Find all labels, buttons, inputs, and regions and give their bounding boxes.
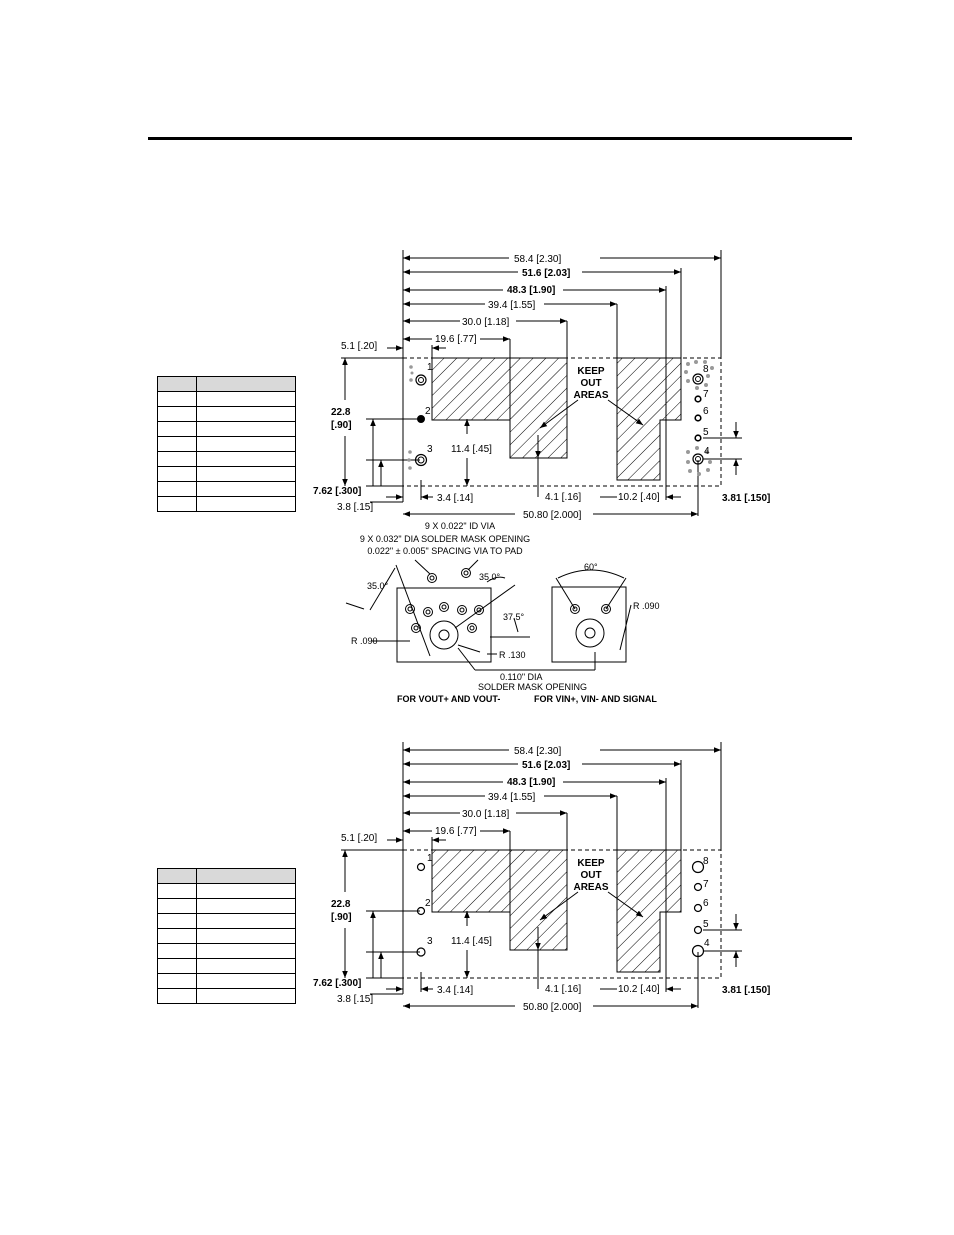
dim-10-2-b: 10.2 [.40] bbox=[618, 984, 660, 995]
dim-48-3: 48.3 [1.90] bbox=[507, 285, 555, 296]
keep-out-label-3-b: AREAS bbox=[573, 882, 608, 893]
dim-51-6-b: 51.6 [2.03] bbox=[522, 760, 570, 771]
keep-out-label-2-b: OUT bbox=[580, 870, 601, 881]
dim-19-6-b: 19.6 [.77] bbox=[435, 826, 477, 837]
dim-0-90: [.90] bbox=[331, 420, 352, 431]
dia-note-1: 0.110" DIA bbox=[500, 672, 543, 682]
dim-51-6: 51.6 [2.03] bbox=[522, 268, 570, 279]
dim-3-81-b: 3.81 [.150] bbox=[722, 985, 770, 996]
radius-090-right: R .090 bbox=[633, 601, 660, 611]
dim-39-4-b: 39.4 [1.55] bbox=[488, 792, 535, 803]
pin-label-1: 1 bbox=[427, 362, 433, 373]
pin-label-8: 8 bbox=[703, 364, 709, 375]
keep-out-label-3: AREAS bbox=[573, 390, 608, 401]
dim-5-1-b: 5.1 [.20] bbox=[341, 833, 377, 844]
dia-note-2: SOLDER MASK OPENING bbox=[478, 682, 587, 692]
dim-50-80-b: 50.80 [2.000] bbox=[523, 1002, 582, 1013]
angle-35-left: 35.0° bbox=[367, 581, 389, 591]
pin-label-2-b: 2 bbox=[425, 898, 431, 909]
dim-0-90-b: [.90] bbox=[331, 912, 352, 923]
dim-3-4: 3.4 [.14] bbox=[437, 493, 473, 504]
pin-label-4: 4 bbox=[704, 446, 710, 457]
dim-3-4-b: 3.4 [.14] bbox=[437, 985, 473, 996]
radius-090-left: R .090 bbox=[351, 636, 378, 646]
dim-22-8: 22.8 bbox=[331, 407, 351, 418]
pin-label-3-b: 3 bbox=[427, 936, 433, 947]
pin-label-5-b: 5 bbox=[703, 919, 709, 930]
caption-vin: FOR VIN+, VIN- AND SIGNAL bbox=[534, 694, 657, 704]
pin-label-2: 2 bbox=[425, 406, 431, 417]
dim-7-62-b: 7.62 [.300] bbox=[313, 978, 361, 989]
pin-table-2 bbox=[157, 868, 296, 1004]
angle-60: 60° bbox=[584, 562, 598, 572]
via-note-2: 9 X 0.032" DIA SOLDER MASK OPENING bbox=[360, 534, 530, 544]
dim-30-0: 30.0 [1.18] bbox=[462, 317, 509, 328]
pin-label-8-b: 8 bbox=[703, 856, 709, 867]
via-note-3: 0.022" ± 0.005" SPACING VIA TO PAD bbox=[367, 546, 523, 556]
header-rule bbox=[148, 137, 852, 140]
keep-out-label-1-b: KEEP bbox=[577, 858, 605, 869]
dim-3-81: 3.81 [.150] bbox=[722, 493, 770, 504]
dim-19-6: 19.6 [.77] bbox=[435, 334, 477, 345]
footprint-drawing-top: 58.4 [2.30] 51.6 [2.03] 48.3 [1.90] 39.4… bbox=[313, 250, 770, 521]
dim-3-8: 3.8 [.15] bbox=[337, 502, 373, 513]
keep-out-areas-2 bbox=[431, 849, 682, 973]
dim-4-1: 4.1 [.16] bbox=[545, 492, 581, 503]
dim-4-1-b: 4.1 [.16] bbox=[545, 984, 581, 995]
pin-label-1-b: 1 bbox=[427, 853, 433, 864]
dim-50-80: 50.80 [2.000] bbox=[523, 510, 582, 521]
radius-130: R .130 bbox=[499, 650, 526, 660]
keep-out-label-1: KEEP bbox=[577, 366, 605, 377]
pin-label-6-b: 6 bbox=[703, 898, 709, 909]
dim-58-4-b: 58.4 [2.30] bbox=[514, 746, 561, 757]
dim-5-1: 5.1 [.20] bbox=[341, 341, 377, 352]
pin-label-7: 7 bbox=[703, 389, 709, 400]
dim-11-4-b: 11.4 [.45] bbox=[451, 936, 492, 947]
pin-label-3: 3 bbox=[427, 444, 433, 455]
dim-30-0-b: 30.0 [1.18] bbox=[462, 809, 509, 820]
keep-out-areas bbox=[431, 357, 682, 481]
dim-3-8-b: 3.8 [.15] bbox=[337, 994, 373, 1005]
dim-58-4: 58.4 [2.30] bbox=[514, 254, 561, 265]
caption-vout: FOR VOUT+ AND VOUT- bbox=[397, 694, 500, 704]
pin-label-7-b: 7 bbox=[703, 879, 709, 890]
pin-label-4-b: 4 bbox=[704, 938, 710, 949]
via-note-1: 9 X 0.022" ID VIA bbox=[425, 521, 495, 531]
pin-table-1 bbox=[157, 376, 296, 512]
angle-35-right: 35.0° bbox=[479, 572, 501, 582]
pin-label-5: 5 bbox=[703, 427, 709, 438]
dim-11-4: 11.4 [.45] bbox=[451, 444, 492, 455]
footprint-drawing-bottom: 58.4 [2.30] 51.6 [2.03] 48.3 [1.90] 39.4… bbox=[313, 742, 770, 1013]
dim-10-2: 10.2 [.40] bbox=[618, 492, 660, 503]
keep-out-label-2: OUT bbox=[580, 378, 601, 389]
dim-48-3-b: 48.3 [1.90] bbox=[507, 777, 555, 788]
dim-39-4: 39.4 [1.55] bbox=[488, 300, 535, 311]
pad-detail-views: 9 X 0.022" ID VIA 9 X 0.032" DIA SOLDER … bbox=[345, 521, 660, 704]
pin-label-6: 6 bbox=[703, 406, 709, 417]
angle-37-5: 37.5° bbox=[503, 612, 525, 622]
dim-7-62: 7.62 [.300] bbox=[313, 486, 361, 497]
dim-22-8-b: 22.8 bbox=[331, 899, 351, 910]
